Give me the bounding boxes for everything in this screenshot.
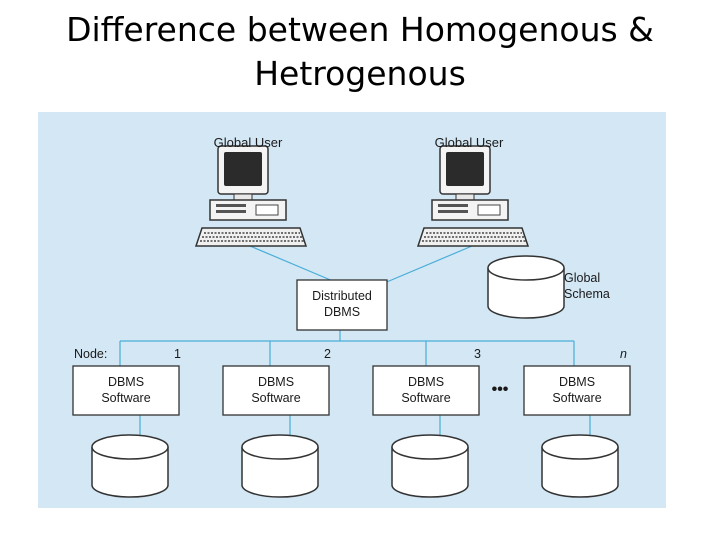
local-database-3 [391, 434, 469, 498]
distributed-dbms-label-line1: Distributed [312, 289, 372, 303]
dbms-software-box-3: DBMS Software [372, 365, 480, 416]
dbms-label: DBMS [258, 375, 294, 389]
global-schema-database: Global Schema [487, 255, 610, 319]
computer-icon [417, 145, 529, 247]
dbms-label: DBMS [408, 375, 444, 389]
local-database-1 [91, 434, 169, 498]
title-line-1: Difference between Homogenous & [66, 10, 654, 49]
global-user-label: Global User [214, 135, 283, 150]
database-cylinder-icon [91, 434, 169, 498]
database-cylinder-icon [541, 434, 619, 498]
global-schema-label-line2: Schema [564, 287, 610, 301]
node-label: Node: [74, 347, 107, 361]
software-label: Software [101, 391, 150, 405]
local-database-2 [241, 434, 319, 498]
dbms-label: DBMS [559, 375, 595, 389]
dbms-label: DBMS [108, 375, 144, 389]
connector-lines [119, 245, 591, 440]
global-user-1: Global User [195, 135, 307, 247]
node-number-3: 3 [474, 347, 481, 361]
computer-icon [195, 145, 307, 247]
node-number-1: 1 [174, 347, 181, 361]
database-cylinder-icon [241, 434, 319, 498]
software-label: Software [552, 391, 601, 405]
ellipsis: ••• [492, 381, 509, 398]
distributed-dbms-box: Distributed DBMS [296, 279, 388, 331]
title-line-2: Hetrogenous [254, 54, 466, 93]
database-cylinder-icon [487, 255, 565, 319]
global-schema-label-line1: Global [564, 271, 600, 285]
distributed-database-diagram: Global User Global User Distributed DBMS… [38, 112, 666, 508]
dbms-software-box-1: DBMS Software [72, 365, 180, 416]
global-user-2: Global User [417, 135, 529, 247]
dbms-software-box-2: DBMS Software [222, 365, 330, 416]
distributed-dbms-label-line2: DBMS [324, 305, 360, 319]
software-label: Software [401, 391, 450, 405]
diagram-canvas: Global User Global User Distributed DBMS… [72, 135, 631, 498]
database-cylinder-icon [391, 434, 469, 498]
software-label: Software [251, 391, 300, 405]
slide-title: Difference between Homogenous & Hetrogen… [0, 8, 720, 96]
node-number-n: n [620, 347, 627, 361]
node-number-2: 2 [324, 347, 331, 361]
dbms-software-box-4: DBMS Software [523, 365, 631, 416]
local-database-4 [541, 434, 619, 498]
global-user-label: Global User [435, 135, 504, 150]
